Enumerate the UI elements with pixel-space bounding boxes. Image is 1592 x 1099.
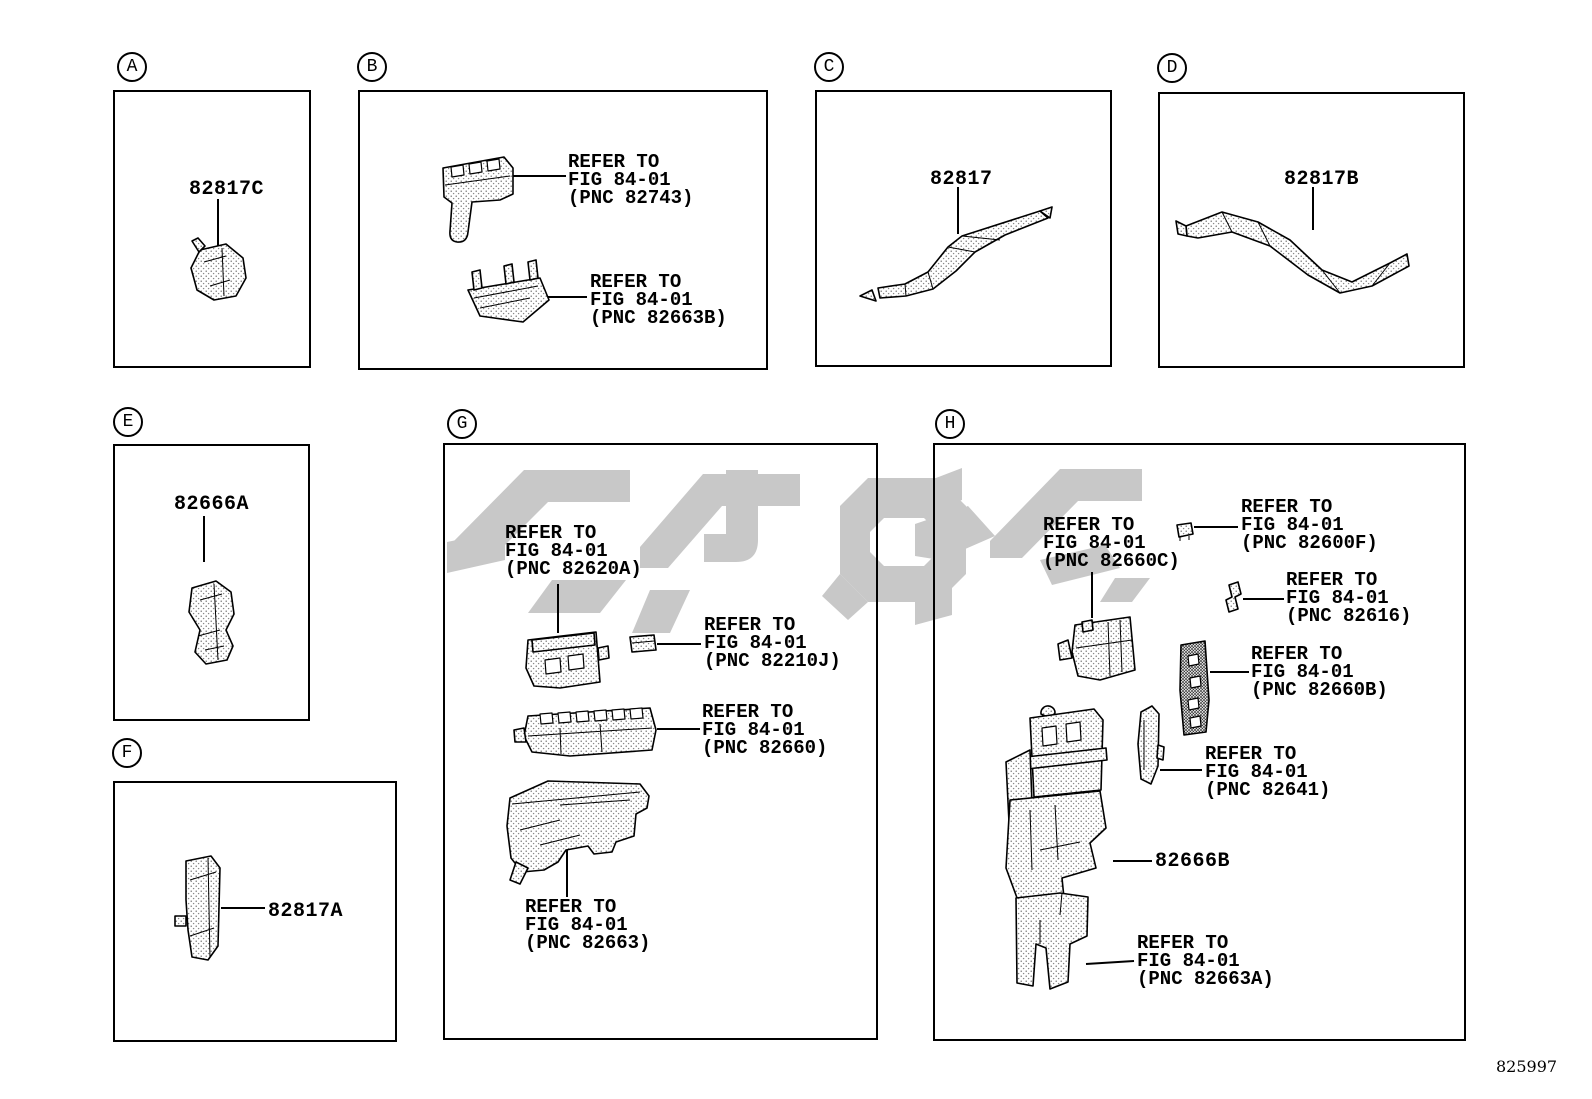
part-number-82666b: 82666B: [1155, 850, 1231, 873]
section-a-letter: A: [126, 57, 138, 77]
ref-line: FIG 84-01: [704, 632, 807, 654]
ref-line: (PNC 82620A): [505, 558, 642, 580]
section-d-letter: D: [1166, 58, 1178, 78]
ref-line: REFER TO: [1043, 514, 1135, 536]
ref-line: REFER TO: [1286, 569, 1378, 591]
ref-line: REFER TO: [590, 271, 682, 293]
ref-note-pnc-82660b: REFER TO FIG 84-01 (PNC 82660B): [1251, 643, 1388, 701]
ref-line: FIG 84-01: [568, 169, 671, 191]
ref-line: FIG 84-01: [702, 719, 805, 741]
ref-note-pnc-82600f: REFER TO FIG 84-01 (PNC 82600F): [1241, 496, 1378, 554]
ref-line: (PNC 82743): [568, 187, 694, 209]
ref-line: FIG 84-01: [1205, 761, 1308, 783]
section-b-letter: B: [366, 57, 378, 77]
section-d-marker: D: [1157, 53, 1187, 83]
ref-line: (PNC 82663B): [590, 307, 727, 329]
part-number-82817: 82817: [930, 168, 993, 191]
part-drawing-pnc-82616: [1225, 581, 1242, 613]
leader-lines: [203, 175, 1314, 965]
section-e-box: [113, 444, 310, 721]
ref-note-pnc-82743: REFER TO FIG 84-01 (PNC 82743): [568, 151, 694, 209]
ref-line: FIG 84-01: [1137, 950, 1240, 972]
section-f-box: [113, 781, 397, 1042]
ref-line: REFER TO: [1241, 496, 1333, 518]
section-g-marker: G: [447, 409, 477, 439]
section-d-box: [1158, 92, 1465, 368]
section-g-letter: G: [456, 414, 468, 434]
ref-line: (PNC 82660C): [1043, 550, 1180, 572]
ref-note-pnc-82660: REFER TO FIG 84-01 (PNC 82660): [702, 701, 828, 759]
ref-note-pnc-82663: REFER TO FIG 84-01 (PNC 82663): [525, 896, 651, 954]
figure-code: 825997: [1496, 1057, 1558, 1076]
ref-line: REFER TO: [1205, 743, 1297, 765]
ref-line: (PNC 82663): [525, 932, 651, 954]
ref-line: REFER TO: [704, 614, 796, 636]
ref-line: (PNC 82660B): [1251, 679, 1388, 701]
ref-line: REFER TO: [1251, 643, 1343, 665]
ref-line: (PNC 82600F): [1241, 532, 1378, 554]
ref-line: REFER TO: [568, 151, 660, 173]
ref-line: FIG 84-01: [505, 540, 608, 562]
ref-note-pnc-82616: REFER TO FIG 84-01 (PNC 82616): [1286, 569, 1412, 627]
ref-line: REFER TO: [525, 896, 617, 918]
part-drawing-pnc-82663: [506, 780, 650, 885]
section-c-letter: C: [823, 57, 835, 77]
ref-line: FIG 84-01: [1251, 661, 1354, 683]
part-number-82817a: 82817A: [268, 900, 344, 923]
ref-line: (PNC 82663A): [1137, 968, 1274, 990]
section-e-marker: E: [113, 407, 143, 437]
ref-line: FIG 84-01: [1043, 532, 1146, 554]
section-f-letter: F: [121, 743, 133, 763]
section-b-box: [358, 90, 768, 370]
ref-line: (PNC 82616): [1286, 605, 1412, 627]
part-drawing-pnc-82641: [1137, 705, 1165, 785]
ref-note-pnc-82620a: REFER TO FIG 84-01 (PNC 82620A): [505, 522, 642, 580]
ref-line: FIG 84-01: [1286, 587, 1389, 609]
part-number-82817c: 82817C: [189, 178, 265, 201]
part-drawing-82666b-assembly: [1005, 705, 1108, 990]
ref-line: REFER TO: [505, 522, 597, 544]
ref-line: (PNC 82641): [1205, 779, 1331, 801]
section-h-marker: H: [935, 409, 965, 439]
ref-note-pnc-82660c: REFER TO FIG 84-01 (PNC 82660C): [1043, 514, 1180, 572]
part-drawing-82817c: [190, 237, 247, 301]
ref-line: REFER TO: [702, 701, 794, 723]
part-number-82666a: 82666A: [174, 493, 250, 516]
part-drawing-pnc-82660: [513, 707, 657, 757]
part-drawing-82817a: [174, 855, 221, 961]
ref-line: (PNC 82660): [702, 737, 828, 759]
ref-note-pnc-82663a: REFER TO FIG 84-01 (PNC 82663A): [1137, 932, 1274, 990]
ref-line: (PNC 82210J): [704, 650, 841, 672]
section-c-marker: C: [814, 52, 844, 82]
section-c-box: [815, 90, 1112, 367]
part-drawing-82666a: [188, 580, 235, 665]
part-number-82817b: 82817B: [1284, 168, 1360, 191]
part-drawing-pnc-82600f: [1176, 522, 1194, 541]
section-a-box: [113, 90, 311, 368]
section-h-box: [933, 443, 1466, 1041]
part-drawing-pnc-82210j: [629, 634, 657, 653]
part-drawing-pnc-82660b: [1179, 640, 1210, 736]
ref-note-pnc-82663b: REFER TO FIG 84-01 (PNC 82663B): [590, 271, 727, 329]
part-drawing-pnc-82620a: [525, 631, 610, 689]
part-drawing-82817: [859, 206, 1053, 302]
ref-note-pnc-82641: REFER TO FIG 84-01 (PNC 82641): [1205, 743, 1331, 801]
part-drawing-82817b: [1175, 211, 1410, 294]
ref-note-pnc-82210j: REFER TO FIG 84-01 (PNC 82210J): [704, 614, 841, 672]
section-b-marker: B: [357, 52, 387, 82]
ref-line: FIG 84-01: [590, 289, 693, 311]
part-drawing-pnc-82663b: [467, 259, 550, 323]
section-h-letter: H: [944, 414, 956, 434]
part-drawing-pnc-82660c: [1057, 616, 1136, 681]
section-g-box: [443, 443, 878, 1040]
section-a-marker: A: [117, 52, 147, 82]
part-drawing-pnc-82743: [442, 156, 514, 243]
ref-line: REFER TO: [1137, 932, 1229, 954]
ref-line: FIG 84-01: [1241, 514, 1344, 536]
section-f-marker: F: [112, 738, 142, 768]
section-e-letter: E: [122, 412, 134, 432]
ref-line: FIG 84-01: [525, 914, 628, 936]
